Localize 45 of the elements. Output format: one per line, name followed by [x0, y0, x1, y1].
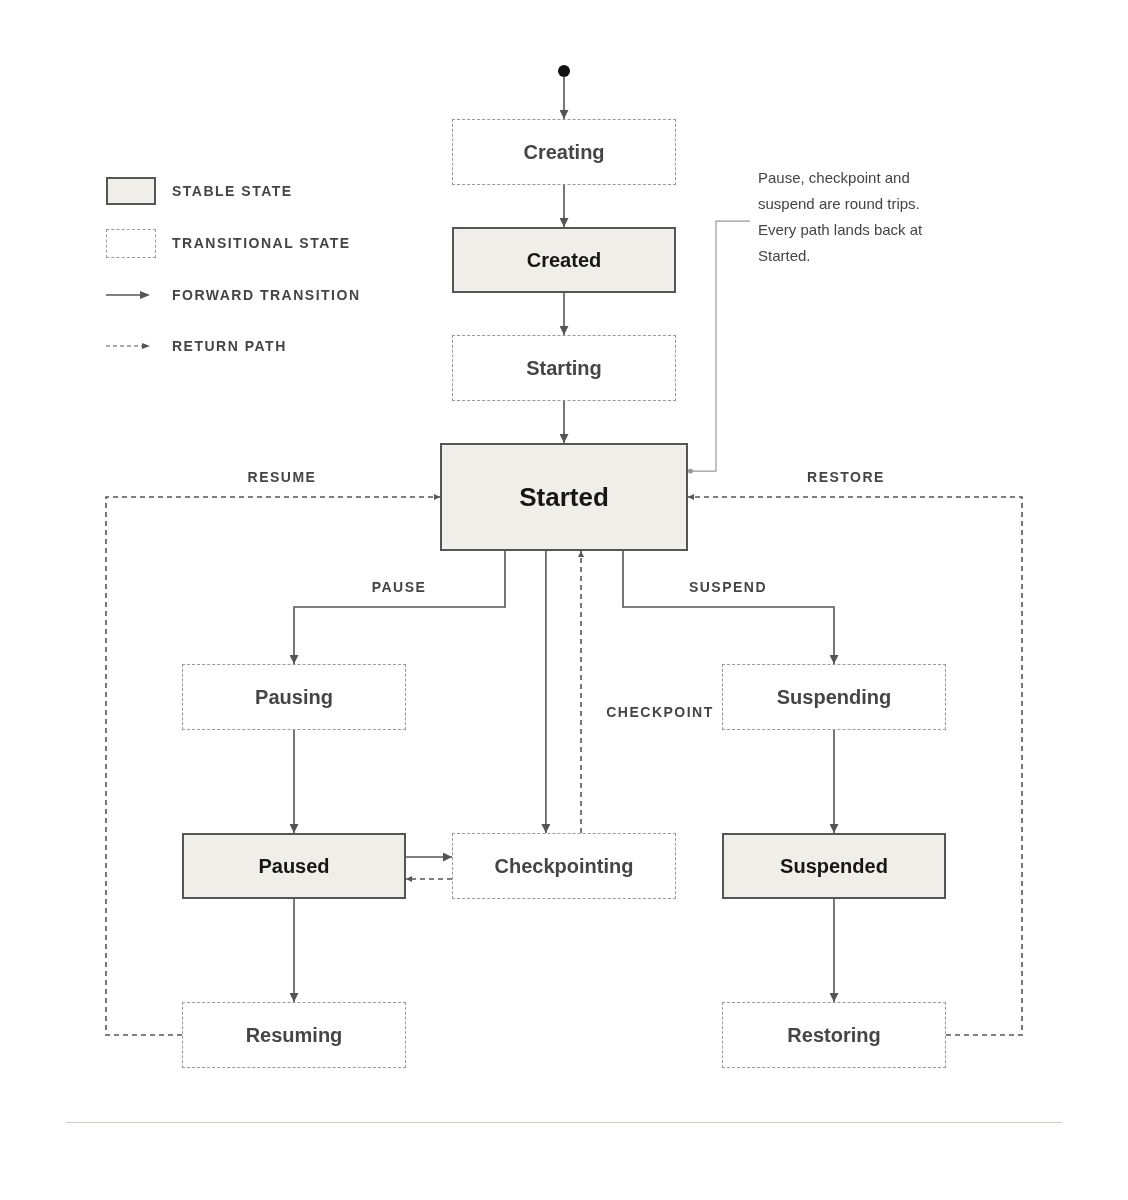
transitional-state-box [722, 1002, 946, 1068]
state-name: Resuming [245, 1023, 343, 1047]
arrow [829, 898, 839, 1003]
stable-state-box [440, 443, 688, 551]
arrow [559, 184, 569, 228]
state-name: Creating [523, 140, 605, 164]
transitional-state-box [182, 664, 406, 730]
dashed-arrow [578, 550, 584, 834]
state-name: Suspended [780, 854, 888, 878]
state-name: Restoring [787, 1023, 881, 1047]
state-name: Pausing [255, 685, 333, 709]
stable-state-box [452, 227, 676, 293]
arrow [289, 729, 299, 834]
state-name: Checkpointing [494, 854, 634, 878]
arrow [829, 729, 839, 834]
arrow [405, 852, 453, 862]
arrow [622, 550, 839, 665]
stable-state-box [182, 833, 406, 899]
state-name: Started [519, 481, 609, 513]
transitional-state-box [182, 1002, 406, 1068]
transitional-state-box [452, 335, 676, 401]
state-name: Paused [258, 854, 330, 878]
state-name: Created [526, 248, 602, 272]
transitional-state-box [452, 833, 676, 899]
dashed-arrow [405, 876, 453, 882]
legend-label: STABLE STATE [172, 183, 293, 199]
note-text: Pause, checkpoint and suspend are round trips. Every path lands back at Started. [758, 168, 924, 266]
state-name: Starting [526, 356, 602, 380]
arrow [559, 292, 569, 336]
legend-label: TRANSITIONAL STATE [172, 235, 351, 251]
arrow [289, 550, 506, 665]
state-name: Suspending [776, 685, 892, 709]
transitional-state-box [722, 664, 946, 730]
initial-state-dot [558, 65, 570, 77]
arrow [541, 550, 551, 834]
stable-state-box [722, 833, 946, 899]
arrow [289, 898, 299, 1003]
dashed-arrow [687, 494, 1023, 1036]
arrow [559, 76, 569, 120]
legend-label: FORWARD TRANSITION [172, 287, 361, 303]
dashed-arrow [105, 494, 441, 1036]
transitional-state-box [452, 119, 676, 185]
legend-label: RETURN PATH [172, 338, 287, 354]
leader-line [687, 220, 751, 474]
arrow [559, 400, 569, 444]
